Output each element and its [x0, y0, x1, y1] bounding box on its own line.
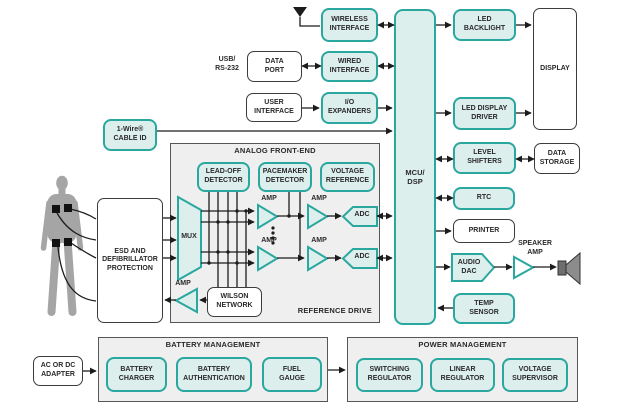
amp-label: AMP	[311, 195, 327, 202]
amp-triangle	[257, 203, 279, 230]
one-wire-cable-id-block: 1-Wire® CABLE ID	[103, 119, 157, 151]
battery-authentication-block: BATTERY AUTHENTICATION	[176, 357, 252, 392]
audio-dac-shape	[451, 253, 496, 282]
wireless-interface-block: WIRELESS INTERFACE	[321, 8, 378, 42]
battery-management-title: BATTERY MANAGEMENT	[165, 340, 261, 349]
led-backlight-block: LED BACKLIGHT	[453, 9, 516, 41]
amp-label: AMP	[261, 195, 277, 202]
amp-label: AMP	[261, 237, 277, 244]
rtc-block: RTC	[453, 187, 515, 210]
speaker-icon	[557, 251, 581, 286]
adc-shape	[341, 248, 378, 269]
battery-charger-block: BATTERY CHARGER	[106, 357, 167, 392]
adc-label: ADC	[354, 253, 370, 260]
wired-interface-block: WIRED INTERFACE	[321, 51, 378, 82]
temp-sensor-block: TEMP SENSOR	[453, 293, 515, 324]
io-expanders-block: I/O EXPANDERS	[321, 92, 378, 124]
antenna-icon	[293, 7, 320, 27]
reference-drive-amp-triangle	[173, 287, 198, 314]
user-interface-block: USER INTERFACE	[246, 93, 302, 122]
mcu-dsp-label: MCU/ DSP	[405, 168, 425, 187]
amp-label: AMP	[175, 280, 191, 287]
mux-label: MUX	[181, 233, 197, 240]
audio-dac-label: AUDIO DAC	[457, 259, 481, 275]
mux-shape	[177, 195, 202, 282]
speaker-amp-label: SPEAKER AMP	[518, 240, 552, 256]
fuel-gauge-block: FUEL GAUGE	[262, 357, 322, 392]
data-storage-block: DATA STORAGE	[534, 143, 580, 174]
esd-defibrillator-protection-block: ESD AND DEFIBRILLATOR PROTECTION	[97, 198, 163, 323]
printer-block: PRINTER	[453, 219, 515, 243]
pacemaker-detector-block: PACEMAKER DETECTOR	[258, 162, 312, 192]
switching-regulator-block: SWITCHING REGULATOR	[356, 358, 423, 392]
data-port-block: DATA PORT	[247, 51, 302, 82]
level-shifters-block: LEVEL SHIFTERS	[453, 142, 516, 174]
mcu-dsp-block	[394, 9, 436, 325]
amp-triangle	[307, 203, 329, 230]
usb-rs232-label: USB/ RS-232	[215, 56, 239, 72]
adc-label: ADC	[354, 211, 370, 218]
led-display-driver-block: LED DISPLAY DRIVER	[453, 97, 516, 130]
amp-triangle	[257, 245, 279, 272]
voltage-reference-block: VOLTAGE REFERENCE	[320, 162, 375, 192]
amp-triangle	[307, 245, 329, 272]
wilson-network-block: WILSON NETWORK	[207, 287, 262, 317]
linear-regulator-block: LINEAR REGULATOR	[430, 358, 495, 392]
voltage-supervisor-block: VOLTAGE SUPERVISOR	[502, 358, 568, 392]
analog-front-end-title: ANALOG FRONT-END	[234, 146, 316, 155]
adc-shape	[341, 206, 378, 227]
power-management-title: POWER MANAGEMENT	[418, 340, 507, 349]
amp-label: AMP	[311, 237, 327, 244]
display-block: DISPLAY	[533, 8, 577, 130]
patient-body-silhouette	[40, 175, 84, 316]
speaker-amp-triangle	[513, 255, 536, 280]
reference-drive-label: REFERENCE DRIVE	[297, 306, 372, 315]
lead-off-detector-block: LEAD-OFF DETECTOR	[197, 162, 250, 192]
ac-dc-adapter-block: AC OR DC ADAPTER	[33, 356, 83, 386]
